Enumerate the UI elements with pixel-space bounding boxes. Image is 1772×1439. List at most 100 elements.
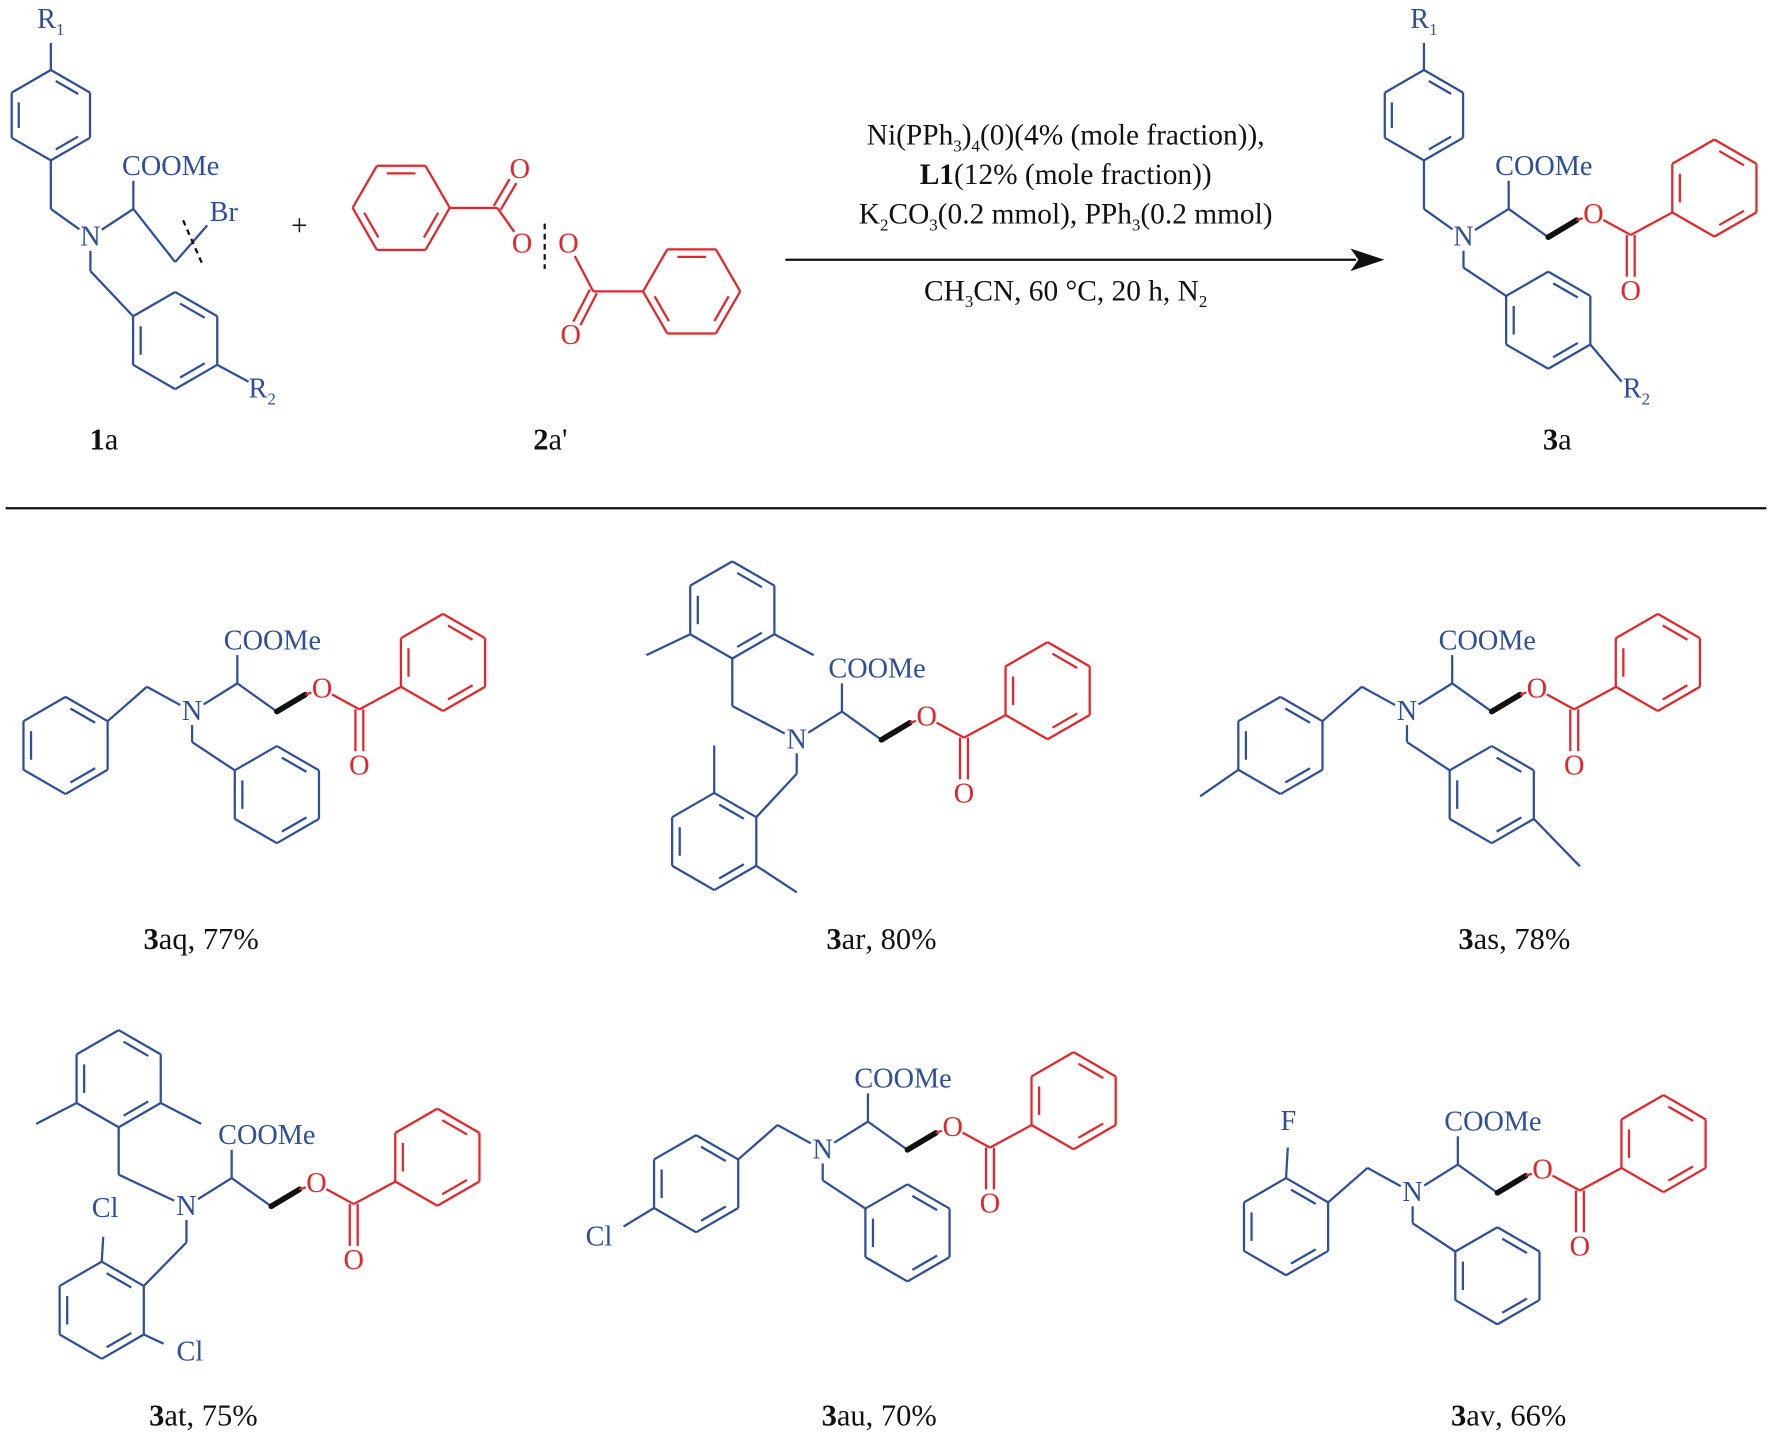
ring-bond (400, 685, 444, 713)
bond (304, 691, 312, 696)
ester-group: COOMe (854, 1064, 951, 1095)
benzene-ring (399, 612, 487, 713)
ring-bond (132, 363, 176, 391)
carbonyl-oxygen: O (1564, 750, 1584, 781)
ring-bond (424, 165, 451, 209)
ring-bond (906, 1256, 951, 1283)
carbonyl-oxygen: O (561, 320, 581, 351)
ring-bond (59, 1260, 103, 1287)
ring-double-bond (1496, 756, 1522, 773)
bond (1199, 768, 1239, 798)
yield-text: , 80% (865, 922, 936, 956)
benzene-ring (1505, 270, 1592, 370)
ring-bond (64, 695, 109, 723)
ring-bond (234, 817, 278, 845)
oxygen-atom: O (942, 1112, 962, 1143)
ring-double-bond (1284, 767, 1311, 784)
bond (325, 1188, 355, 1206)
compound-suffix: au (837, 1398, 866, 1432)
bond (1284, 1147, 1289, 1179)
benzene-ring (10, 69, 92, 162)
benzene-ring (1237, 695, 1324, 796)
ring-double-bond (1428, 80, 1452, 95)
bond (132, 208, 177, 263)
ring-bond (1547, 343, 1591, 370)
ring-bond (695, 1207, 739, 1234)
ring-double-bond (1428, 135, 1452, 151)
compound-number: 2 (533, 423, 548, 457)
r1-substituent: R1 (37, 4, 64, 39)
ring-double-bond (441, 1119, 468, 1136)
ring-double-bond (736, 571, 763, 589)
bond (236, 682, 278, 713)
ring-double-bond (911, 1194, 938, 1212)
bond (216, 363, 250, 383)
chlorine-atom: Cl (177, 1337, 204, 1368)
ring-double-bond (736, 631, 763, 648)
oxygen-atom: O (1527, 674, 1547, 705)
ring-double-bond (122, 1100, 149, 1117)
ring-double-bond (1077, 1062, 1104, 1079)
r2-substituent: R2 (249, 374, 276, 409)
compound-label: 3at, 75% (149, 1398, 257, 1432)
condition-segment: CO (888, 199, 929, 231)
ring-bond (689, 560, 733, 587)
condition-segment: K (859, 199, 880, 231)
bond (867, 1120, 909, 1151)
ring-bond (436, 1107, 480, 1134)
ring-bond (1657, 685, 1701, 713)
ring-bond (351, 165, 378, 209)
ring-double-bond (447, 624, 474, 641)
carbonyl-oxygen: O (344, 1245, 364, 1276)
bond (50, 208, 81, 231)
ring-double-bond (700, 1205, 727, 1222)
ring-bond (731, 560, 775, 587)
compound-label: 3au, 70% (822, 1398, 937, 1432)
r-subscript: 2 (267, 389, 275, 408)
ring-bond (1030, 1124, 1075, 1151)
bond (496, 207, 516, 233)
bond (935, 1129, 943, 1134)
benzene-ring (75, 1029, 162, 1129)
ring-bond (1662, 1094, 1707, 1121)
compound-suffix: a (1558, 423, 1572, 457)
benzene-ring (1614, 612, 1702, 713)
bond (1551, 1174, 1581, 1192)
bond (1474, 208, 1510, 231)
ring-double-bond (1290, 1248, 1317, 1265)
ring-double-bond (1051, 652, 1078, 669)
bond (1546, 693, 1575, 711)
condition-segment: 2 (880, 215, 888, 234)
ring-double-bond (447, 684, 474, 701)
double-bond (579, 292, 598, 326)
ring-double-bond (1718, 209, 1745, 227)
ester-group: COOMe (1444, 1107, 1541, 1138)
bond (1508, 208, 1549, 239)
ring-double-bond (281, 816, 308, 833)
ring-bond (1454, 1299, 1498, 1326)
ring-bond (695, 1134, 739, 1161)
fluorine-atom: F (1280, 1106, 1296, 1137)
bond (89, 270, 134, 318)
bond (358, 685, 402, 711)
ring-bond (22, 695, 67, 723)
benzene-ring (1448, 745, 1535, 845)
benzene-ring (131, 291, 219, 391)
bond (755, 864, 798, 894)
ring-bond (653, 1134, 697, 1161)
compound-suffix: av (1466, 1398, 1496, 1432)
benzene-ring (689, 560, 776, 660)
bond (1589, 343, 1623, 383)
benzene-ring (22, 695, 109, 796)
ring-bond (1449, 817, 1493, 845)
ring-bond (1505, 343, 1549, 370)
ring-double-bond (363, 212, 380, 238)
oxygen-atom: O (1583, 199, 1603, 230)
benzene-ring (864, 1183, 951, 1283)
bond (1573, 685, 1617, 711)
ring-bond (1384, 136, 1425, 162)
ring-bond (1423, 136, 1464, 162)
ring-double-bond (1051, 712, 1078, 729)
benzene-ring (1004, 641, 1091, 741)
